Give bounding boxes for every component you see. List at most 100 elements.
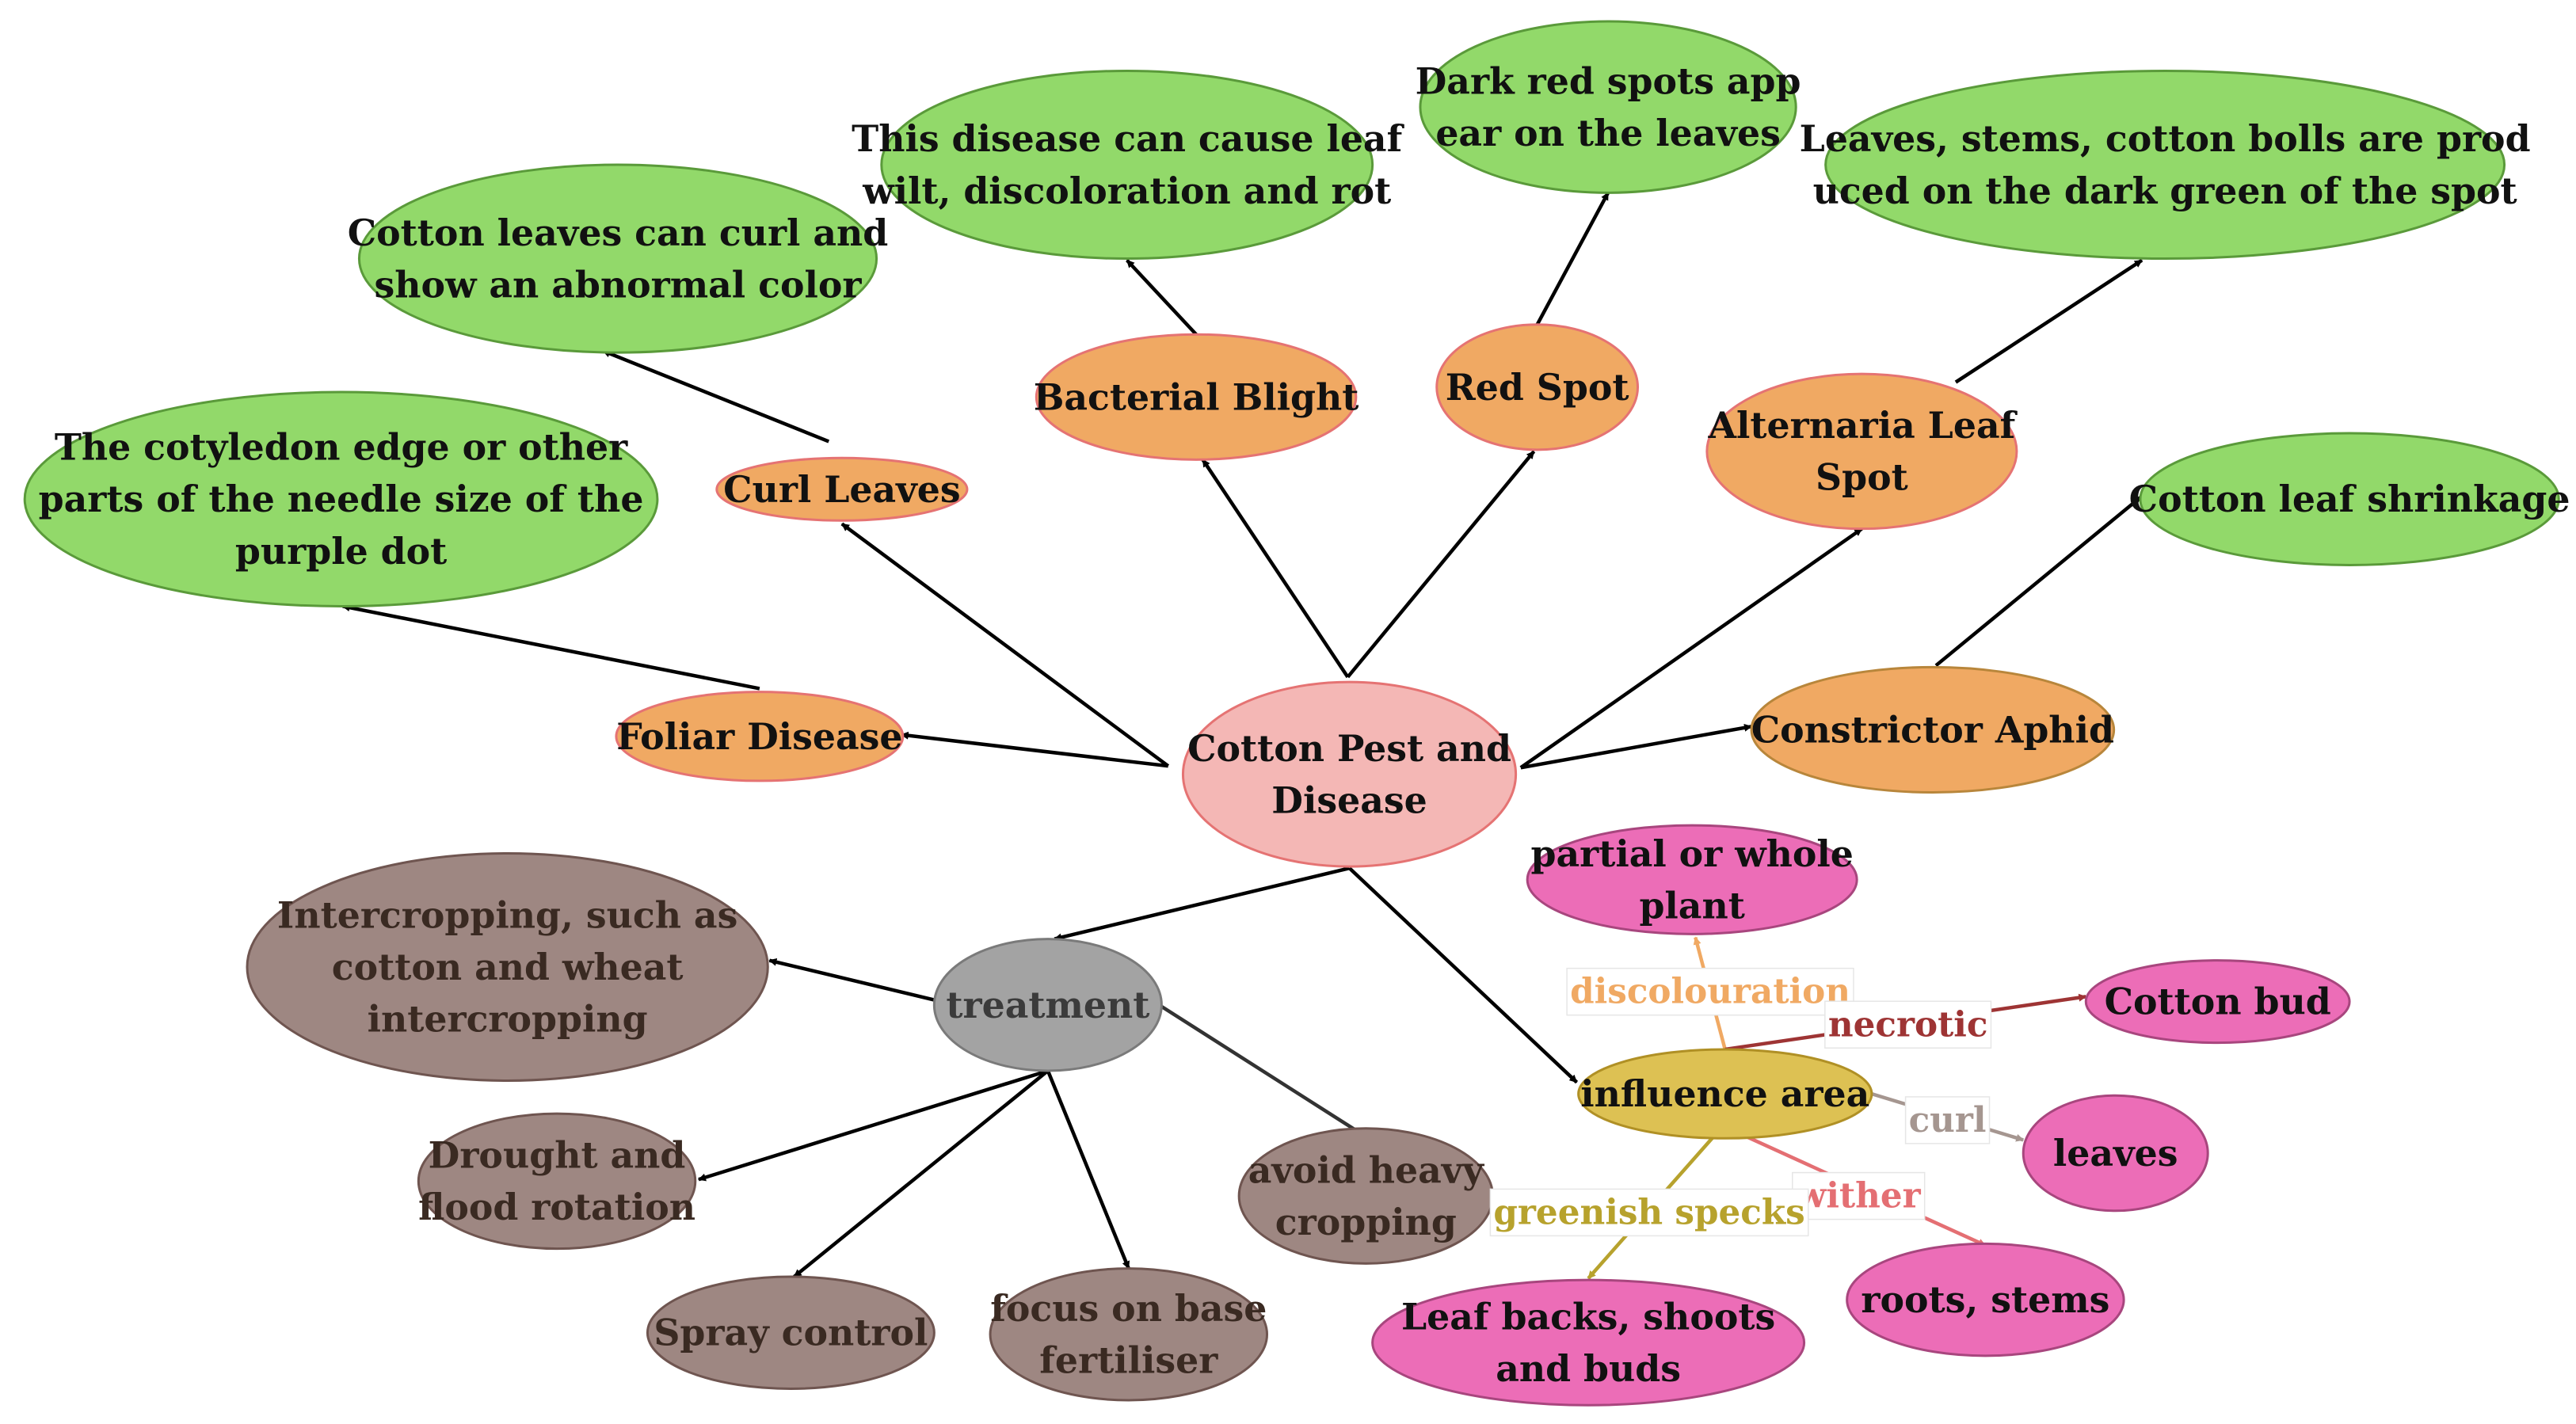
node-shape bbox=[2084, 959, 2351, 1045]
node-shape bbox=[1419, 20, 1797, 194]
node-shape bbox=[615, 691, 905, 782]
edge-label-text: wither bbox=[1796, 1176, 1922, 1216]
node-shape bbox=[1371, 1278, 1806, 1407]
edge-label-background bbox=[1792, 1171, 1926, 1220]
edge-tr-fertiliser bbox=[1046, 1070, 1130, 1270]
node-label-line: fertiliser bbox=[1039, 1339, 1218, 1382]
edge-foliar-symptom bbox=[341, 603, 760, 691]
node-shape bbox=[2022, 1094, 2209, 1213]
node-label-line: Foliar Disease bbox=[616, 715, 902, 758]
node-label-line: Cotton Pest and bbox=[1187, 727, 1511, 770]
node-label-line: Alternaria Leaf bbox=[1708, 404, 2018, 447]
node-label-line: parts of the needle size of the bbox=[39, 478, 644, 520]
node-label-line: purple dot bbox=[235, 530, 447, 573]
node-shape bbox=[715, 456, 969, 522]
edge-label-text: necrotic bbox=[1828, 1004, 1988, 1045]
node-bacterial-blight[interactable]: Bacterial Blight bbox=[1034, 333, 1359, 461]
node-shape bbox=[1035, 333, 1358, 461]
node-shape bbox=[1846, 1242, 2125, 1357]
node-label-line: intercropping bbox=[368, 997, 648, 1040]
node-shape bbox=[417, 1112, 697, 1251]
node-shape bbox=[2139, 432, 2560, 566]
node-symptom-foliar[interactable]: The cotyledon edge or other parts of the … bbox=[23, 390, 659, 607]
edge-label-discolouration: discolouration bbox=[1566, 967, 1854, 1016]
edge-curl-symptom bbox=[602, 348, 830, 444]
node-label-line: Spray control bbox=[654, 1312, 928, 1354]
edge-label-text: curl bbox=[1909, 1100, 1987, 1140]
edge-root-blight bbox=[1201, 459, 1350, 679]
edge-red-symptom bbox=[1535, 192, 1610, 326]
edge-label-necrotic: necrotic bbox=[1824, 1000, 1992, 1049]
node-symptom-alternaria[interactable]: Leaves, stems, cotton bolls are produced… bbox=[1800, 69, 2531, 261]
node-treatment[interactable]: treatment bbox=[932, 938, 1163, 1072]
node-label-line: avoid heavy bbox=[1248, 1148, 1485, 1191]
node-label-line: and buds bbox=[1496, 1347, 1681, 1390]
node-label-line: roots, stems bbox=[1861, 1278, 2109, 1321]
node-red-spot[interactable]: Red Spot bbox=[1435, 323, 1640, 451]
node-symptom-red[interactable]: Dark red spots app ear on the leaves bbox=[1416, 20, 1801, 194]
edge-root-alternaria bbox=[1519, 527, 1863, 770]
node-label-line: Red Spot bbox=[1446, 366, 1629, 409]
node-shape bbox=[1435, 323, 1640, 451]
node-shape bbox=[646, 1275, 936, 1390]
node-symptom-aphid[interactable]: Cotton leaf shrinkage bbox=[2129, 432, 2570, 566]
node-label-line: ear on the leaves bbox=[1435, 112, 1781, 154]
node-label-line: leaves bbox=[2053, 1132, 2178, 1175]
edge-label-background bbox=[1904, 1096, 1991, 1144]
node-constrictor-aphid[interactable]: Constrictor Aphid bbox=[1750, 665, 2116, 794]
node-label-line: Cotton bud bbox=[2105, 980, 2331, 1023]
node-shape bbox=[932, 938, 1163, 1072]
node-shape bbox=[1750, 665, 2116, 794]
node-label-line: cropping bbox=[1275, 1201, 1457, 1243]
edge-label-background bbox=[1489, 1188, 1809, 1237]
edge-blight-symptom bbox=[1126, 259, 1198, 336]
node-cotton-bud[interactable]: Cotton bud bbox=[2084, 959, 2351, 1045]
node-avoid-cropping[interactable]: avoid heavy cropping bbox=[1237, 1127, 1494, 1265]
node-label-line: Leaf backs, shoots bbox=[1401, 1295, 1775, 1338]
edge-label-background bbox=[1566, 967, 1854, 1016]
node-shape bbox=[989, 1267, 1269, 1402]
edge-root-foliar bbox=[900, 731, 1168, 768]
edge-label-wither: wither bbox=[1792, 1171, 1926, 1220]
node-label-line: Disease bbox=[1271, 779, 1427, 821]
node-shape bbox=[1526, 824, 1858, 935]
node-label-line: Dark red spots app bbox=[1416, 59, 1801, 102]
node-influence-area[interactable]: influence area bbox=[1577, 1048, 1873, 1140]
node-label-line: Intercropping, such as bbox=[277, 893, 737, 936]
node-label-line: Cotton leaves can curl and bbox=[348, 211, 889, 254]
edge-label-text: discolouration bbox=[1570, 972, 1850, 1012]
node-label-line: Spot bbox=[1816, 456, 1908, 499]
node-label-line: Cotton leaf shrinkage bbox=[2129, 478, 2570, 520]
edge-label-curl: curl bbox=[1904, 1096, 1991, 1144]
edge-root-aphid bbox=[1520, 723, 1753, 770]
node-curl-leaves[interactable]: Curl Leaves bbox=[715, 456, 969, 522]
node-shape bbox=[1181, 680, 1518, 868]
edge-aphid-symptom bbox=[1934, 496, 2142, 668]
node-label-line: influence area bbox=[1580, 1072, 1869, 1115]
node-base-fertiliser[interactable]: focus on base fertiliser bbox=[989, 1267, 1269, 1402]
node-foliar-disease[interactable]: Foliar Disease bbox=[615, 691, 905, 782]
node-label-line: wilt, discoloration and rot bbox=[862, 169, 1391, 212]
node-label-line: focus on base bbox=[990, 1287, 1267, 1330]
edge-label-text: greenish specks bbox=[1493, 1192, 1804, 1232]
node-label-line: Drought and bbox=[429, 1134, 686, 1177]
node-label-line: Curl Leaves bbox=[723, 468, 960, 511]
node-shape bbox=[880, 69, 1374, 261]
edge-alt-symptom bbox=[1954, 258, 2143, 384]
node-label-line: Leaves, stems, cotton bolls are prod bbox=[1800, 117, 2531, 160]
node-shape bbox=[246, 851, 769, 1082]
node-shape bbox=[1824, 69, 2506, 261]
node-roots-stems[interactable]: roots, stems bbox=[1846, 1242, 2125, 1357]
node-leaf-backs[interactable]: Leaf backs, shoots and buds bbox=[1371, 1278, 1806, 1407]
node-spray-control[interactable]: Spray control bbox=[646, 1275, 936, 1390]
node-label-line: The cotyledon edge or other bbox=[55, 426, 628, 469]
node-leaves[interactable]: leaves bbox=[2022, 1094, 2209, 1213]
